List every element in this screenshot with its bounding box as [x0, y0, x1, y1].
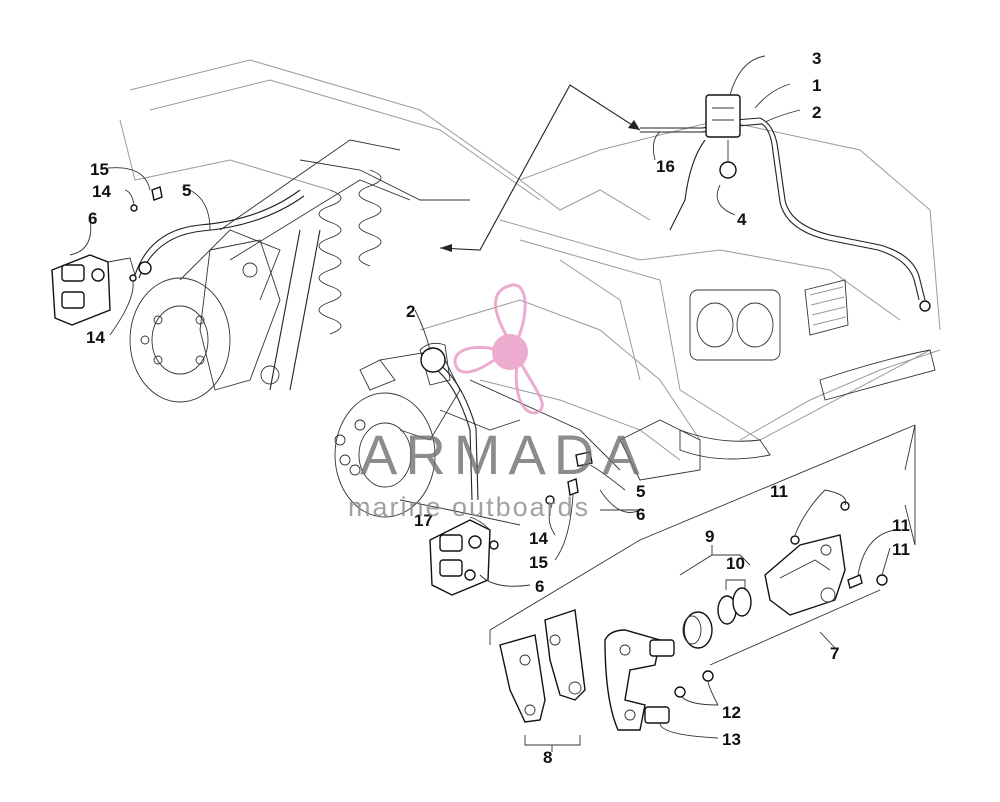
callout-7: 7	[830, 644, 839, 663]
callout-14-center: 14	[529, 529, 548, 548]
callout-3: 3	[812, 49, 821, 68]
callout-6-left: 6	[88, 209, 97, 228]
armada-logo-emblem	[453, 283, 544, 415]
callout-17: 17	[414, 511, 433, 530]
callout-15-left: 15	[90, 160, 109, 179]
callout-2-top: 2	[812, 103, 821, 122]
callout-5-left: 5	[182, 181, 191, 200]
callout-5-center: 5	[636, 482, 645, 501]
armada-watermark: ARMADA marine outboards	[348, 283, 648, 522]
callout-8: 9	[705, 527, 714, 546]
callout-6-center: 6	[535, 577, 544, 596]
callout-14-left-top: 14	[92, 182, 111, 201]
callout-11-right: 11	[892, 540, 910, 559]
callout-2-center: 2	[406, 302, 415, 321]
left-suspension-drawing	[129, 139, 411, 403]
callout-12: 13	[722, 730, 741, 749]
center-wheel-hub-drawing	[334, 342, 701, 518]
callout-labels: 3 1 2 16 4 15 14 5 6 14 2 5 6 17 14 15 6…	[86, 49, 910, 767]
callout-11-top: 11	[770, 482, 788, 501]
center-brake-caliper	[429, 519, 491, 596]
callout-11-bottom: 12	[722, 703, 741, 722]
left-brake-caliper	[51, 254, 136, 326]
callout-14-left-bottom: 14	[86, 328, 105, 347]
watermark-subtitle: marine outboards	[348, 492, 590, 522]
callout-15-center: 15	[529, 553, 548, 572]
brake-lines-drawing	[134, 84, 931, 501]
vehicle-frame-drawing	[119, 59, 941, 461]
callout-1: 1	[812, 76, 821, 95]
leader-lines	[69, 55, 916, 752]
callout-4: 4	[737, 210, 747, 229]
watermark-title: ARMADA	[360, 423, 648, 486]
callout-9: 10	[726, 554, 745, 573]
callout-13: 8	[543, 748, 552, 767]
callout-16: 16	[656, 157, 675, 176]
callout-10: 11	[892, 516, 910, 535]
callout-6-group: 6	[636, 505, 645, 524]
